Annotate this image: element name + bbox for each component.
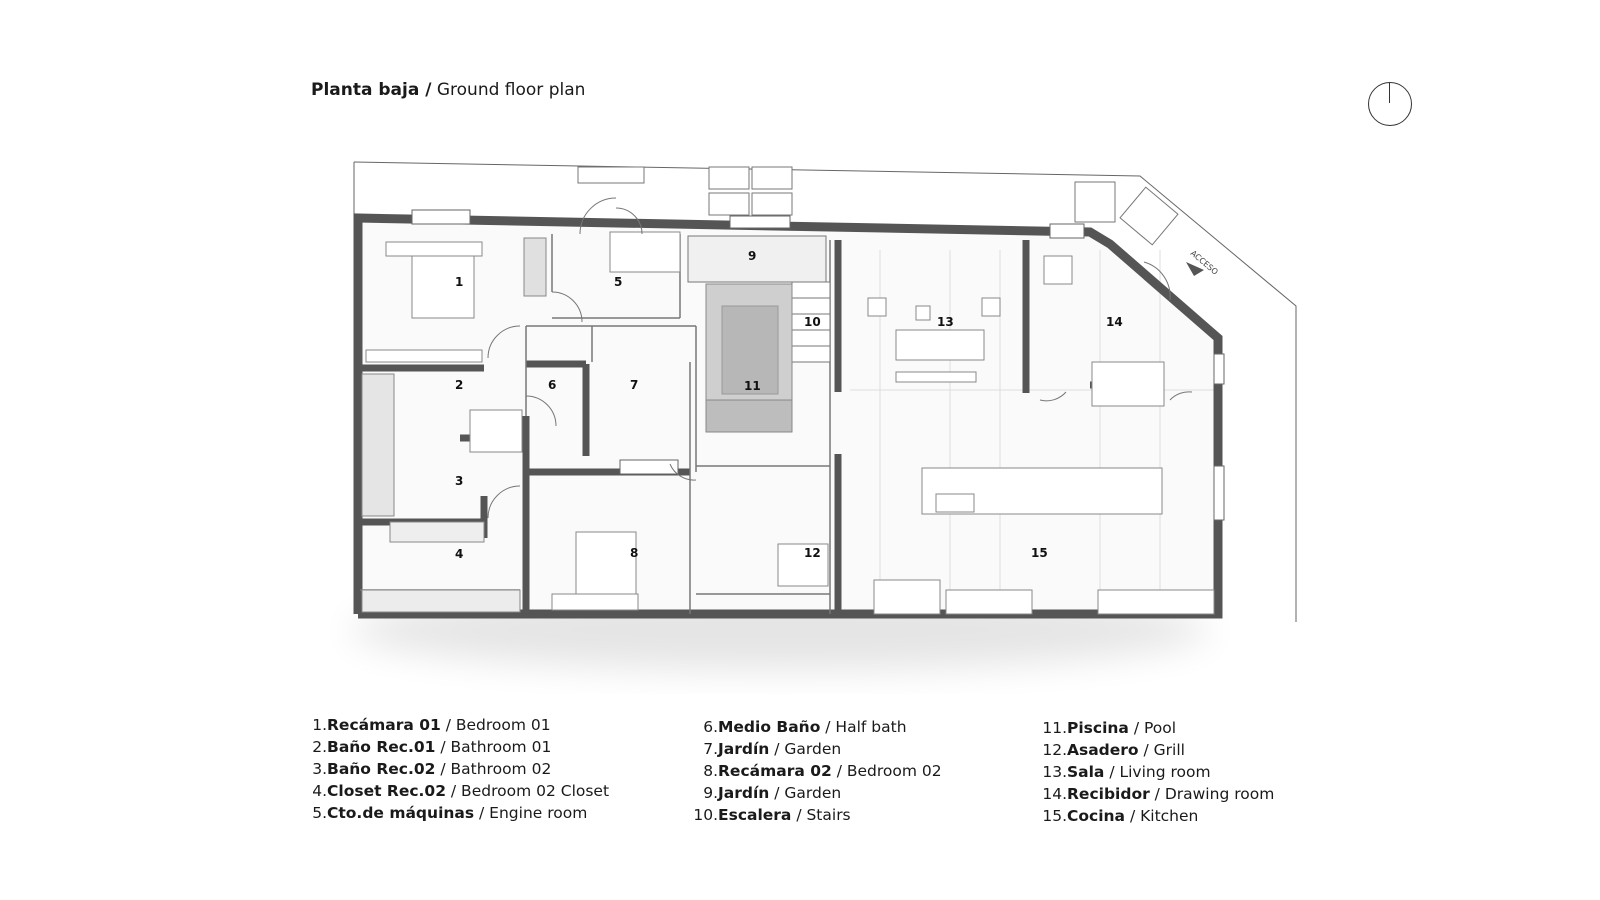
- room-label-12: 12: [804, 546, 821, 560]
- legend-english: / Bedroom 01: [440, 716, 551, 734]
- title-english: Ground floor plan: [431, 80, 586, 100]
- exterior-planters: [577, 166, 1179, 246]
- legend-english: / Half bath: [820, 718, 907, 736]
- legend-english: / Grill: [1138, 741, 1185, 759]
- doors: [487, 197, 1193, 519]
- room-label-15: 15: [1031, 546, 1048, 560]
- legend-column-1: 1.Recámara 01 / Bedroom 01 2.Baño Rec.01…: [311, 714, 609, 824]
- legend-item: 2.Baño Rec.01 / Bathroom 01: [311, 736, 609, 758]
- room-label-9: 9: [748, 249, 756, 263]
- legend-item: 12.Asadero / Grill: [1040, 739, 1274, 761]
- north-arrow-icon: [1368, 82, 1412, 126]
- room-label-1: 1: [455, 275, 463, 289]
- legend-number: 2.: [312, 738, 327, 756]
- legend-spanish: Jardín: [718, 784, 770, 802]
- legend-item: 3.Baño Rec.02 / Bathroom 02: [311, 758, 609, 780]
- legend-spanish: Baño Rec.01: [327, 738, 436, 756]
- legend-number: 4.: [312, 782, 327, 800]
- legend-spanish: Asadero: [1067, 741, 1139, 759]
- room-label-7: 7: [630, 378, 638, 392]
- legend-number: 14.: [1042, 785, 1067, 803]
- legend-item: 5.Cto.de máquinas / Engine room: [311, 802, 609, 824]
- legend-spanish: Baño Rec.02: [327, 760, 436, 778]
- legend-number: 11.: [1042, 719, 1067, 737]
- floor-plan-drawing: ACCESO 1 2 3 4 5 6 7 8 9 10 11 12 13 14 …: [350, 161, 1297, 670]
- legend-number: 12.: [1042, 741, 1067, 759]
- room-labels: 1 2 3 4 5 6 7 8 9 10 11 12 13 14 15: [455, 249, 1123, 561]
- legend-item: 1.Recámara 01 / Bedroom 01: [311, 714, 609, 736]
- legend-spanish: Jardín: [718, 740, 770, 758]
- legend-english: / Bedroom 02: [831, 762, 942, 780]
- legend-spanish: Cocina: [1067, 807, 1126, 825]
- legend-english: / Kitchen: [1125, 807, 1199, 825]
- legend-item: 13.Sala / Living room: [1040, 761, 1274, 783]
- floor-pattern: [850, 250, 1220, 610]
- floor-plan: ACCESO 1 2 3 4 5 6 7 8 9 10 11 12 13 14 …: [350, 161, 1297, 670]
- legend-spanish: Recámara 02: [718, 762, 832, 780]
- legend-english: / Bathroom 02: [435, 760, 552, 778]
- legend-spanish: Sala: [1067, 763, 1105, 781]
- legend-item: 15.Cocina / Kitchen: [1040, 805, 1274, 827]
- legend-column-3: 11.Piscina / Pool 12.Asadero / Grill 13.…: [1040, 717, 1274, 827]
- page-title: Planta baja / Ground floor plan: [311, 80, 585, 100]
- legend-spanish: Recibidor: [1067, 785, 1150, 803]
- pool: [705, 283, 793, 433]
- legend-item: 10.Escalera / Stairs: [690, 804, 942, 826]
- legend-number: 13.: [1042, 763, 1067, 781]
- legend-english: / Garden: [769, 740, 842, 758]
- legend-english: / Bathroom 01: [435, 738, 552, 756]
- furniture: [365, 231, 1215, 615]
- legend-item: 14.Recibidor / Drawing room: [1040, 783, 1274, 805]
- legend-english: / Engine room: [474, 804, 588, 822]
- legend-number: 7.: [703, 740, 718, 758]
- legend-item: 6.Medio Baño / Half bath: [690, 716, 942, 738]
- legend-english: / Stairs: [791, 806, 851, 824]
- legend-number: 3.: [312, 760, 327, 778]
- legend-english: / Living room: [1104, 763, 1211, 781]
- legend-spanish: Cto.de máquinas: [327, 804, 475, 822]
- closet-shelving: [361, 237, 547, 613]
- legend-number: 5.: [312, 804, 327, 822]
- room-label-6: 6: [548, 378, 556, 392]
- legend-number: 10.: [693, 806, 718, 824]
- room-label-10: 10: [804, 315, 821, 329]
- room-label-3: 3: [455, 474, 463, 488]
- legend-column-2: 6.Medio Baño / Half bath 7.Jardín / Gard…: [690, 716, 942, 826]
- legend-spanish: Medio Baño: [718, 718, 821, 736]
- legend-english: / Garden: [769, 784, 842, 802]
- windows: [411, 209, 1225, 521]
- legend-number: 1.: [312, 716, 327, 734]
- legend-number: 15.: [1042, 807, 1067, 825]
- legend-item: 4.Closet Rec.02 / Bedroom 02 Closet: [311, 780, 609, 802]
- legend-english: / Bedroom 02 Closet: [445, 782, 610, 800]
- legend-number: 6.: [703, 718, 718, 736]
- legend-item: 11.Piscina / Pool: [1040, 717, 1274, 739]
- room-label-5: 5: [614, 275, 622, 289]
- title-spanish: Planta baja /: [311, 80, 432, 100]
- exterior-walls: [353, 213, 1223, 619]
- legend-item: 8.Recámara 02 / Bedroom 02: [690, 760, 942, 782]
- legend-number: 8.: [703, 762, 718, 780]
- legend-spanish: Piscina: [1067, 719, 1129, 737]
- room-label-13: 13: [937, 315, 954, 329]
- room-label-4: 4: [455, 547, 463, 561]
- legend-item: 9.Jardín / Garden: [690, 782, 942, 804]
- room-label-8: 8: [630, 546, 638, 560]
- legend-spanish: Closet Rec.02: [327, 782, 446, 800]
- legend-spanish: Recámara 01: [327, 716, 441, 734]
- legend-spanish: Escalera: [718, 806, 792, 824]
- legend-english: / Pool: [1128, 719, 1177, 737]
- room-label-11: 11: [744, 379, 761, 393]
- stairs: [687, 235, 831, 363]
- room-label-14: 14: [1106, 315, 1123, 329]
- legend-number: 9.: [703, 784, 718, 802]
- legend-item: 7.Jardín / Garden: [690, 738, 942, 760]
- room-label-2: 2: [455, 378, 463, 392]
- legend-english: / Drawing room: [1149, 785, 1275, 803]
- entrance-arrow-icon: [1186, 262, 1204, 276]
